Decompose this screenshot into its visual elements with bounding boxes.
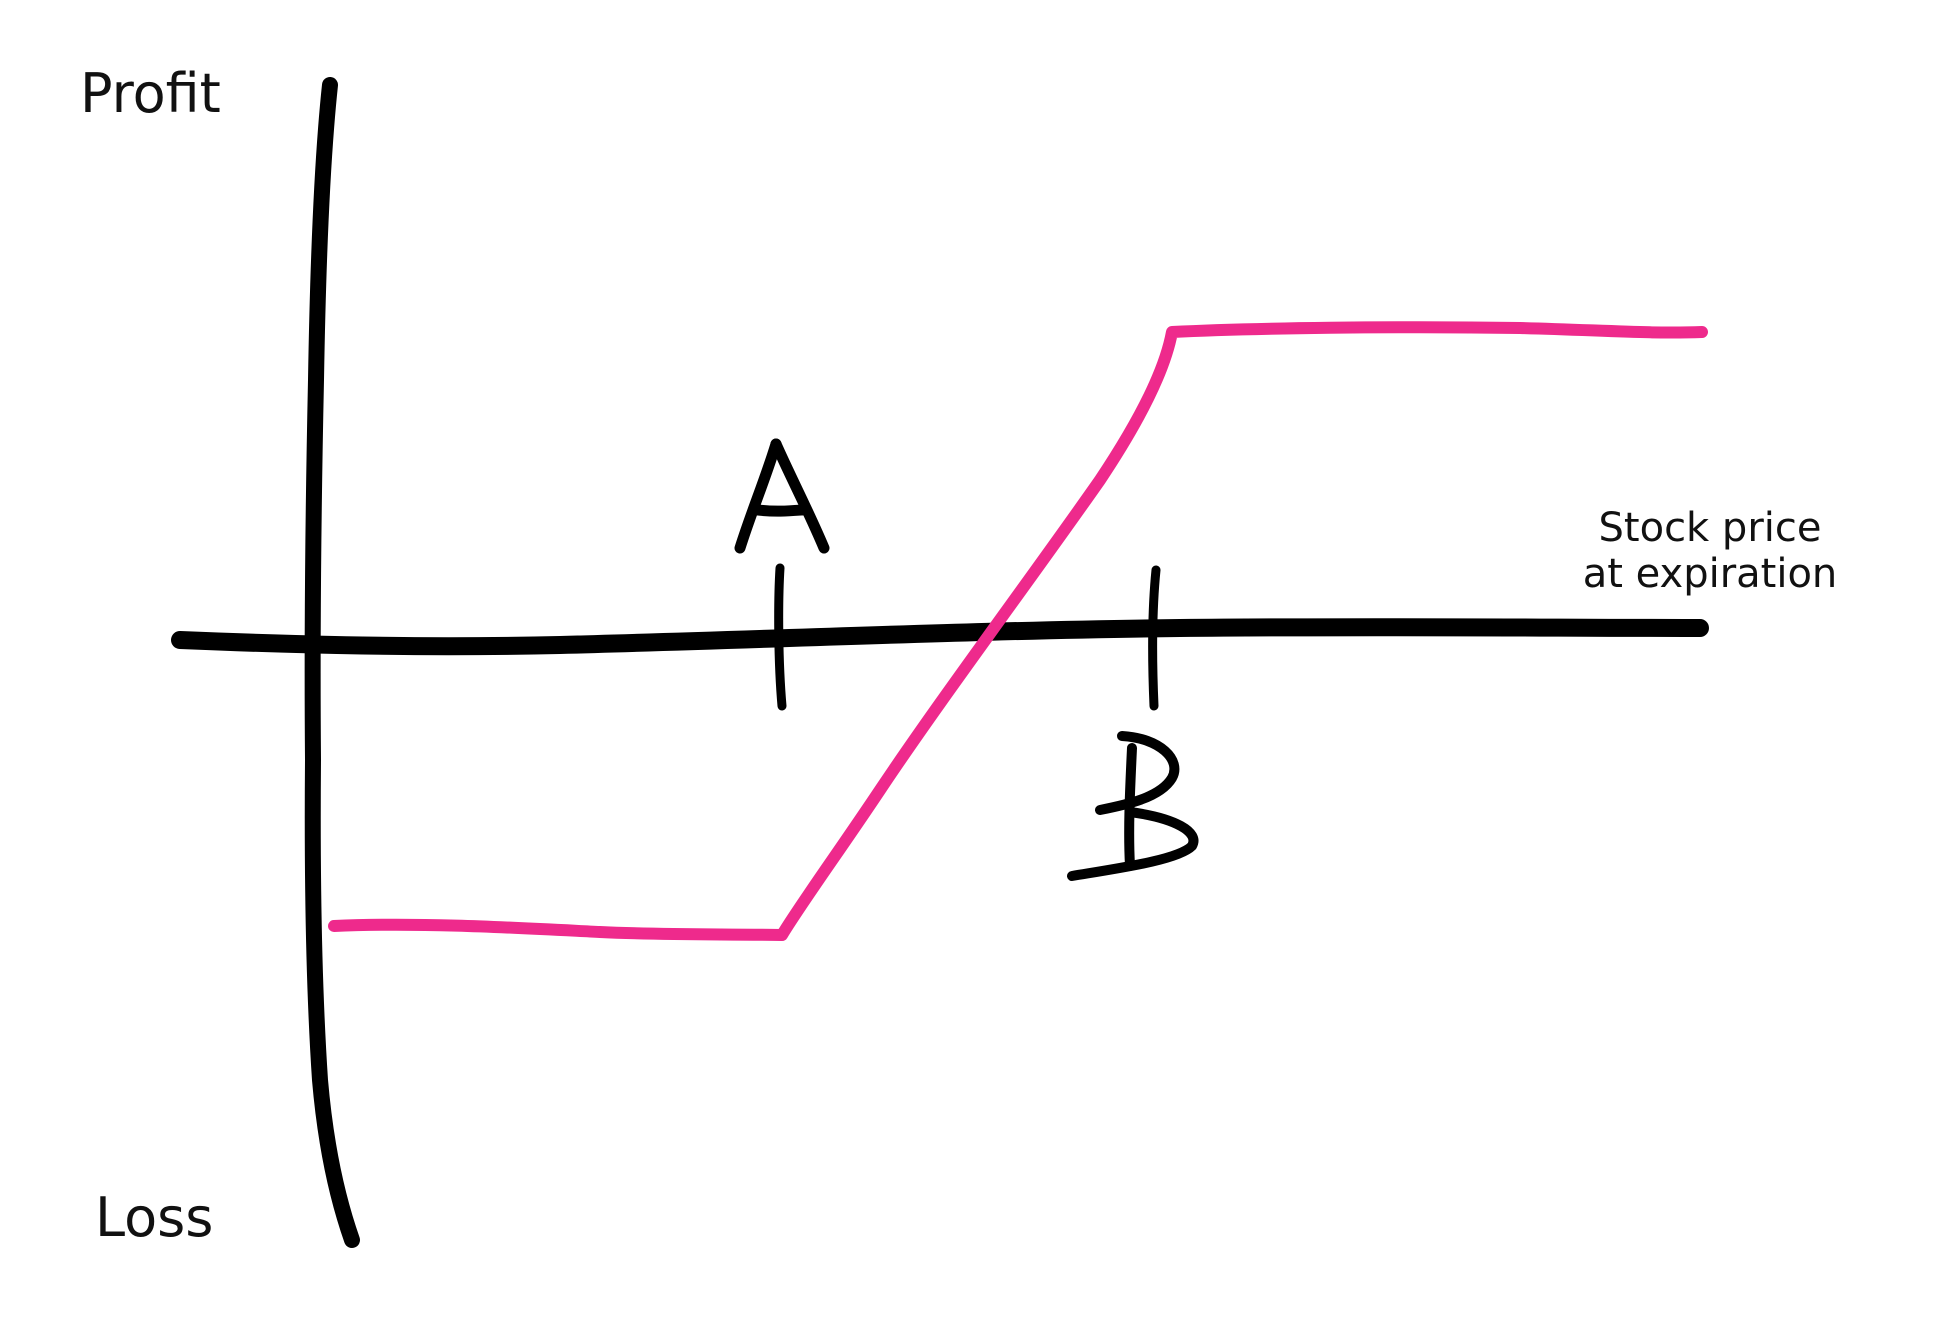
x-axis-label-line2: at expiration [1582,551,1838,597]
x-axis-label: Stock price at expiration [1560,505,1860,597]
strike-b-tick [1148,565,1161,711]
y-axis [304,77,360,1248]
y-axis-bottom-label: Loss [95,1186,214,1249]
x-axis [171,618,1709,656]
strike-a-glyph [734,438,830,554]
strike-b-glyph [1067,731,1199,881]
x-axis-label-line1: Stock price [1598,505,1822,551]
payoff-line [328,321,1708,941]
strike-a-tick [774,563,787,711]
y-axis-top-label: Profit [80,62,221,125]
